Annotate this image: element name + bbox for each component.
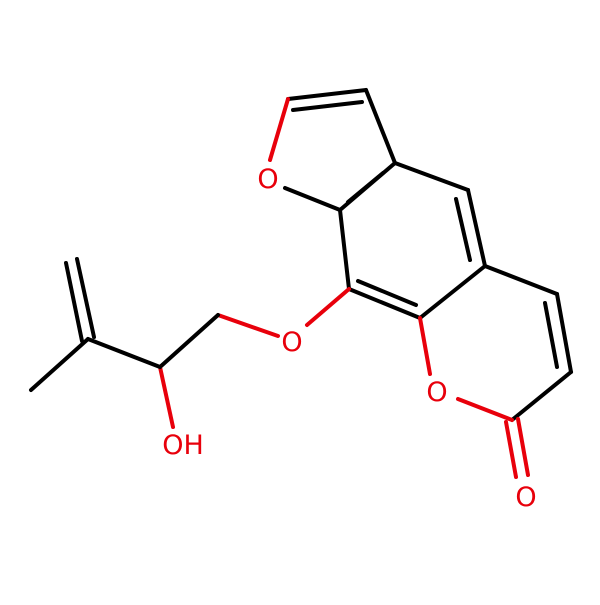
bond	[418, 316, 432, 376]
bond	[347, 287, 422, 320]
bond	[291, 100, 364, 112]
bond	[393, 161, 470, 192]
bond	[456, 397, 514, 422]
bond	[158, 365, 175, 429]
bond	[483, 264, 559, 296]
bond	[510, 370, 573, 422]
bond	[216, 313, 280, 338]
bond	[64, 261, 84, 343]
lactone-oxygen-label: O	[426, 377, 447, 408]
carbonyl-oxygen-label: O	[515, 482, 536, 513]
bond	[286, 88, 368, 101]
bond	[504, 420, 518, 479]
bond	[75, 257, 96, 339]
bond	[418, 264, 487, 320]
bond	[346, 171, 385, 204]
bond	[454, 197, 472, 262]
bond	[555, 292, 573, 374]
bond	[305, 287, 351, 327]
bond	[516, 417, 530, 477]
bond	[268, 97, 290, 162]
ether-oxygen-label: O	[281, 327, 302, 358]
bond	[356, 279, 418, 307]
bond	[466, 188, 487, 268]
bond	[338, 208, 351, 291]
bond	[86, 337, 162, 369]
bond	[158, 313, 220, 369]
furan-oxygen-label: O	[257, 164, 278, 195]
hydroxyl-label: OH	[162, 430, 204, 461]
bond	[543, 301, 559, 369]
bond	[283, 186, 342, 212]
bond	[29, 337, 90, 392]
bond	[364, 88, 397, 165]
